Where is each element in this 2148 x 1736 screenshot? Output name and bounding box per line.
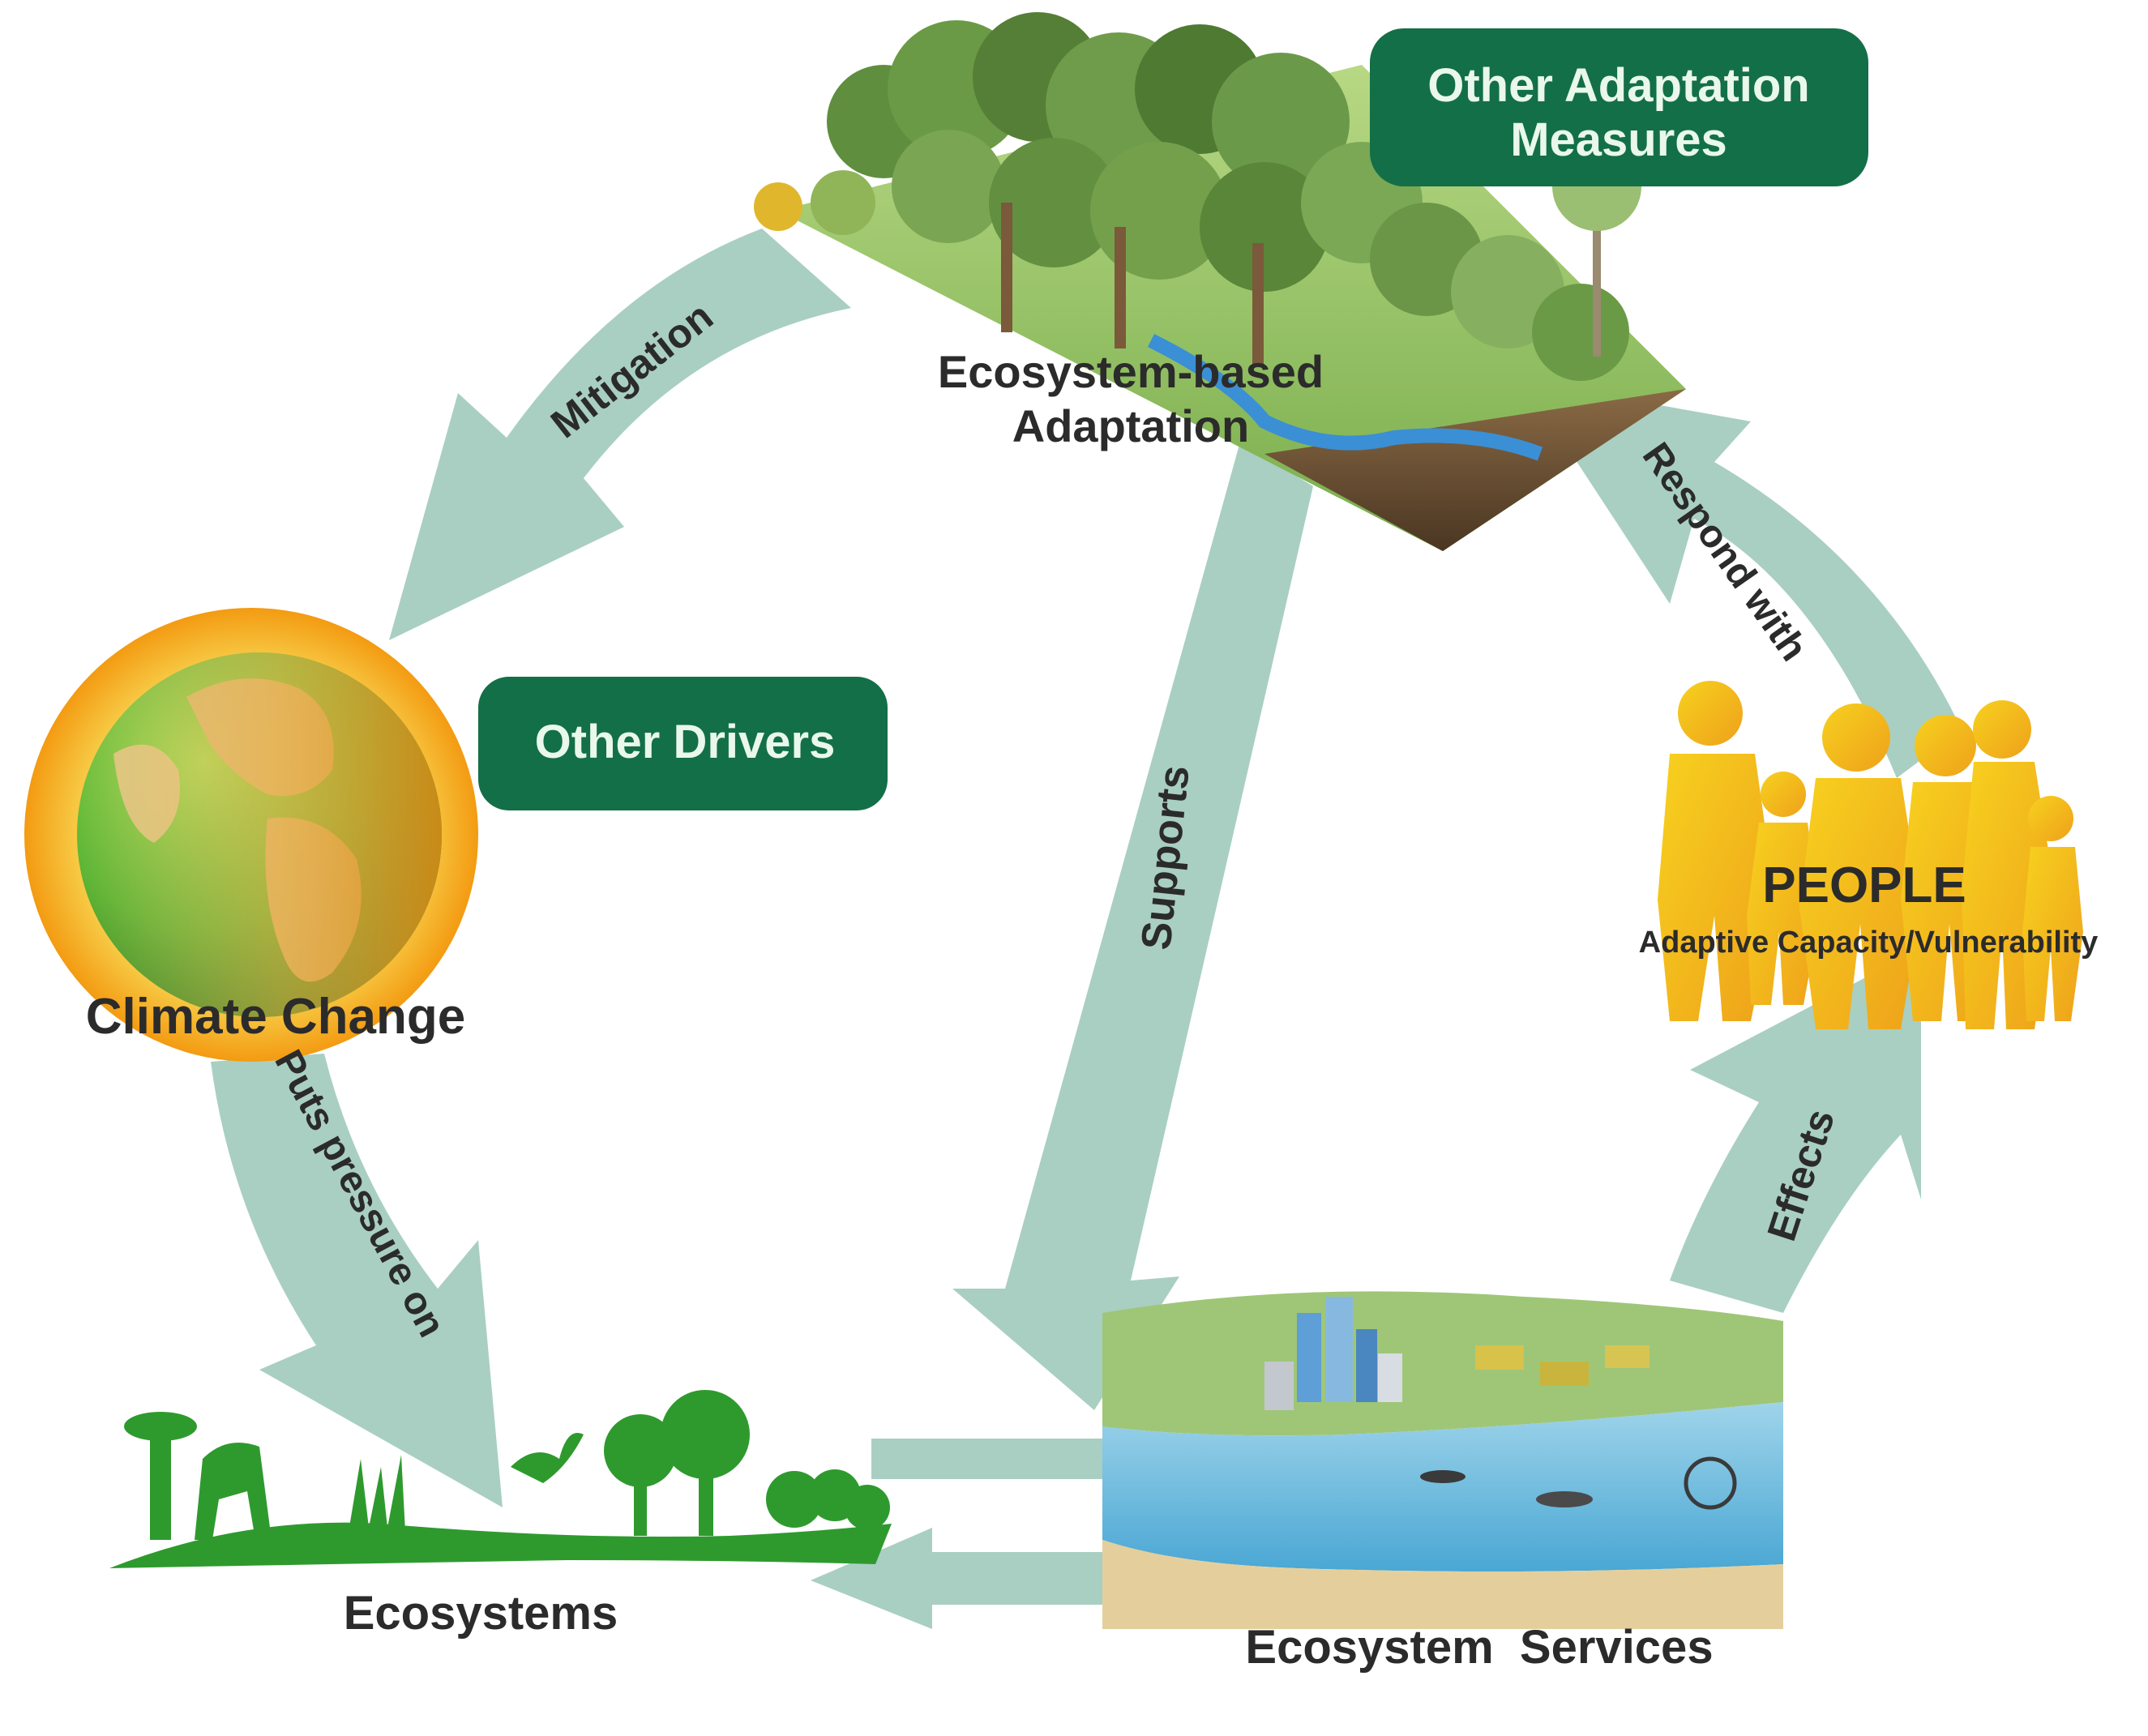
people-label: PEOPLE (1762, 857, 1966, 913)
puts-pressure-arrow (211, 1054, 503, 1507)
services-to-ecosystems-arrow (811, 1528, 1167, 1629)
ecosystems-label: Ecosystems (344, 1587, 618, 1640)
forest-landscape (754, 12, 1686, 551)
people-subtitle-label: Adaptive Capacity/Vulnerability (1639, 926, 2099, 960)
tree-canopy (754, 12, 1641, 381)
other-adaptation-box: Other Adaptation Measures (1370, 28, 1868, 186)
supports-arrow (952, 442, 1313, 1410)
other-adaptation-label-line2: Measures (1510, 113, 1727, 166)
river (1147, 333, 1543, 461)
other-drivers-box: Other Drivers (478, 677, 888, 810)
forest-block-soil (1264, 389, 1686, 551)
other-drivers-label: Other Drivers (535, 716, 836, 768)
ecosystem-silhouette-icon (109, 1390, 892, 1568)
mitigation-arrow (389, 229, 851, 640)
respond-with-arrow (1524, 381, 1962, 778)
climate-change-label: Climate Change (86, 989, 466, 1045)
people-silhouettes-icon (1658, 681, 2083, 1029)
globe-icon (24, 608, 478, 1062)
ecosystem-services-label: Ecosystem Services (1245, 1621, 1713, 1674)
coastal-city-scene (1102, 1291, 1783, 1629)
eba-label-line2: Adaptation (1012, 400, 1249, 451)
other-adaptation-label-line1: Other Adaptation (1427, 59, 1810, 112)
eba-label-line1: Ecosystem-based (938, 346, 1324, 397)
arrows-layer (211, 229, 1962, 1629)
effects-arrow (1670, 948, 1921, 1313)
coastal-sea (1102, 1402, 1783, 1571)
coastal-sand (1102, 1540, 1783, 1629)
ecosystems-to-services-arrow (871, 1414, 1159, 1503)
